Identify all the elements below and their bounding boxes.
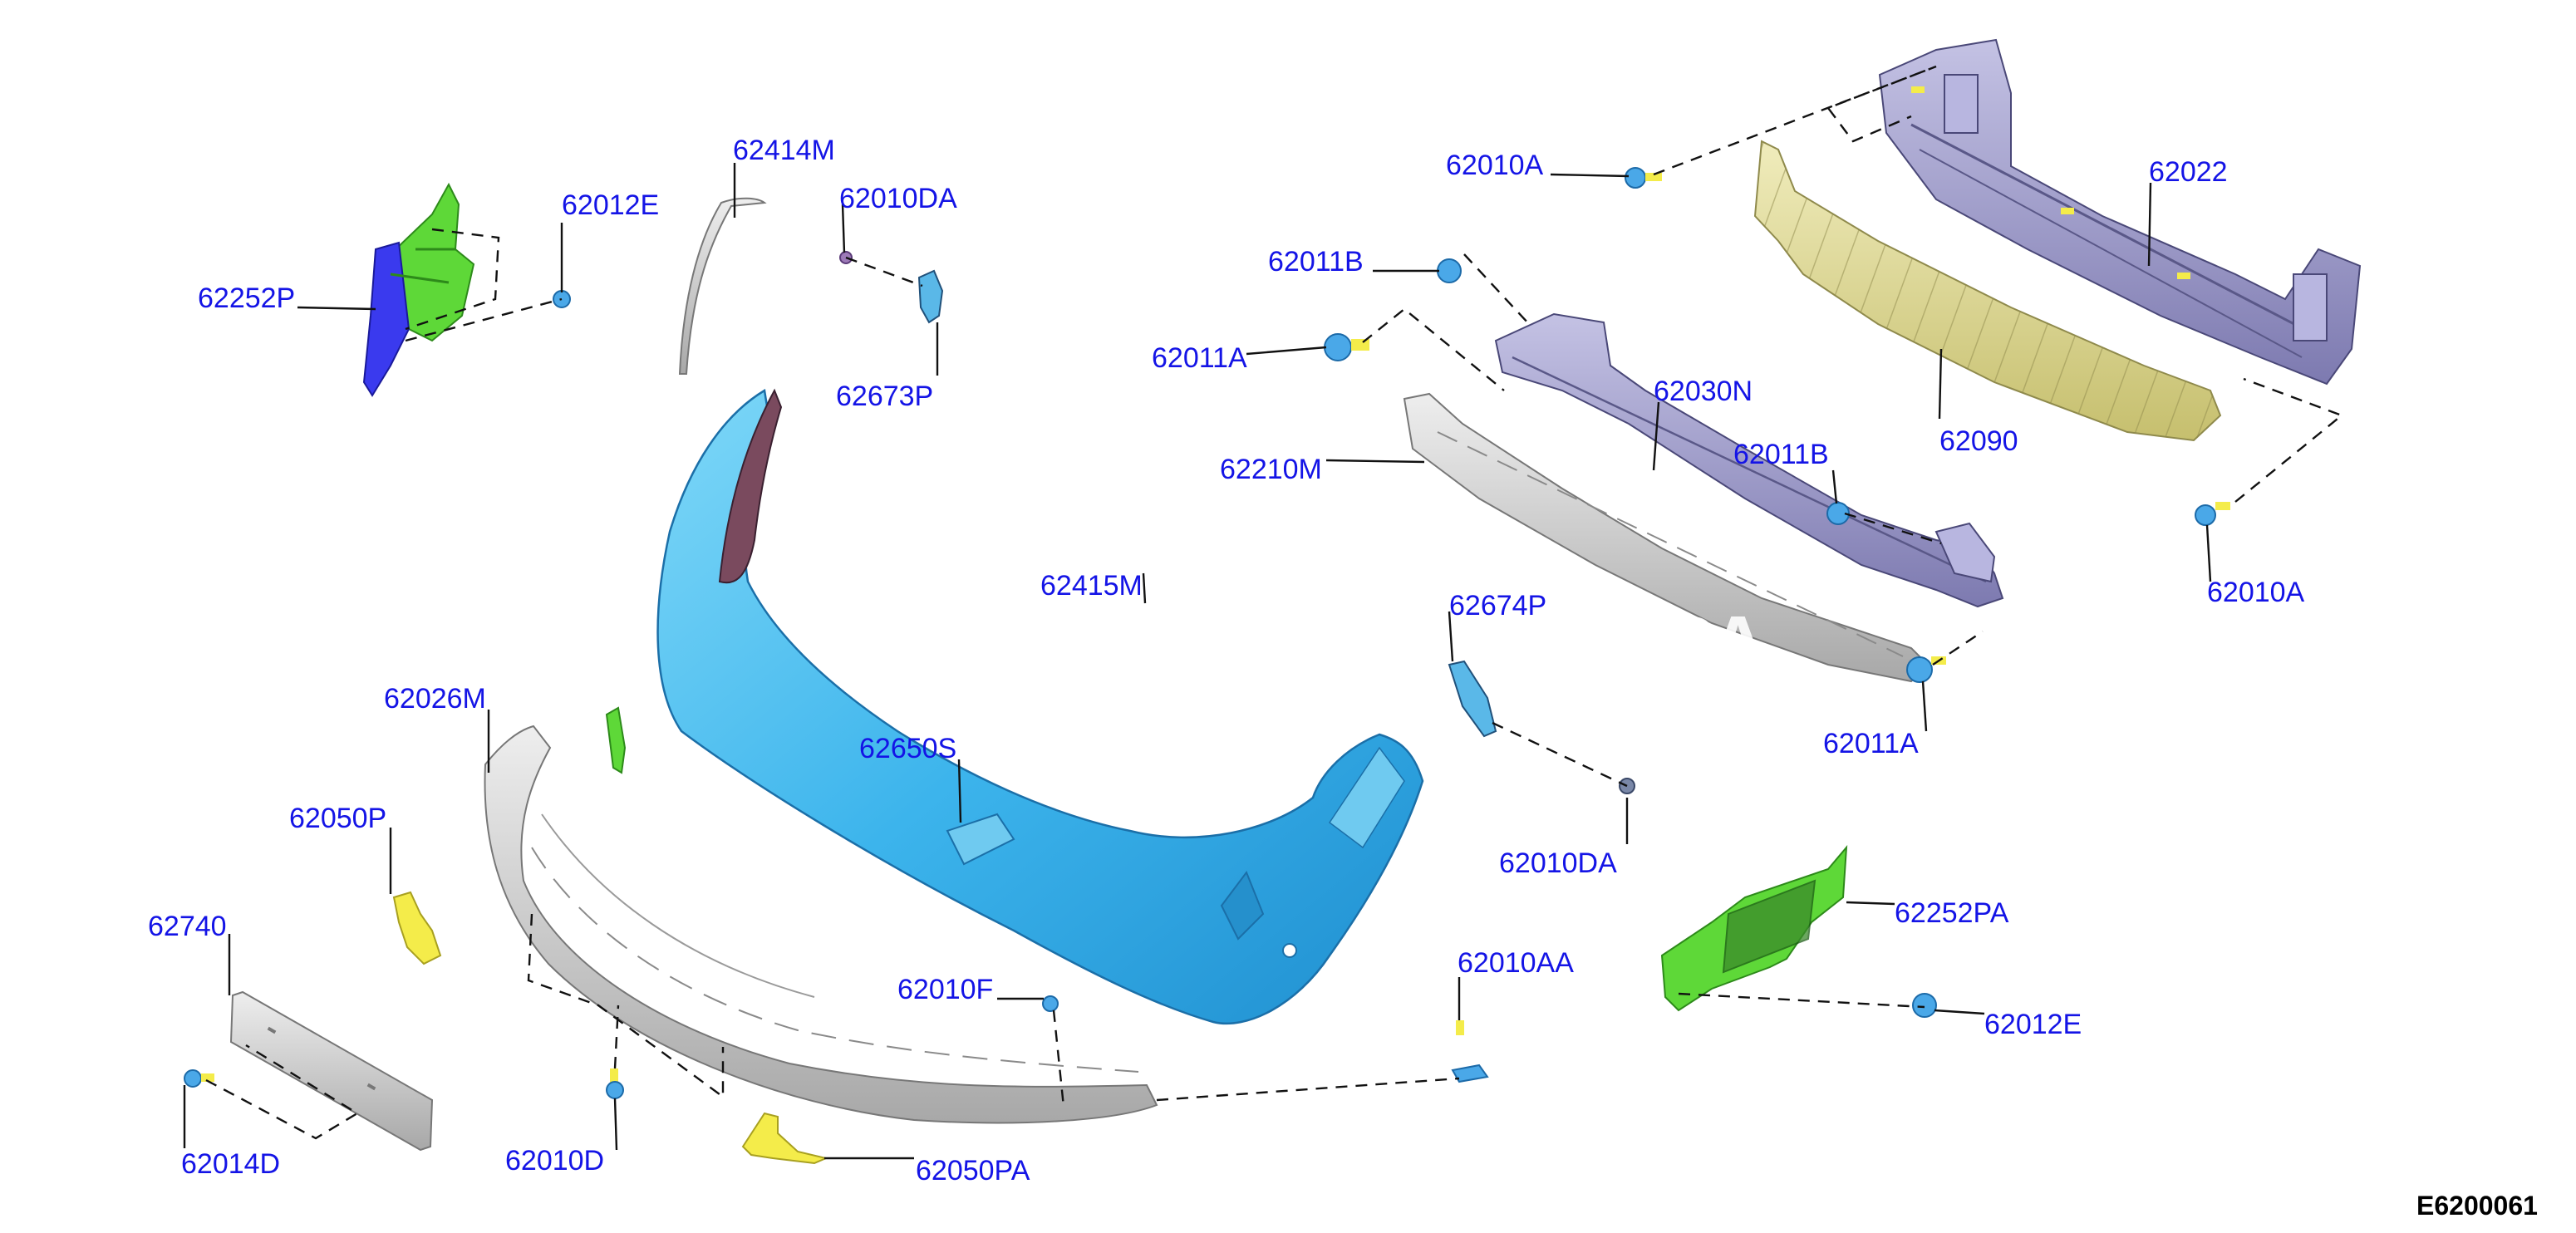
side-bracket-upper-left [362, 182, 475, 397]
yellow-clip-62050P [392, 891, 442, 965]
label-62012E-bottom: 62012E [1984, 1009, 2082, 1040]
label-62050PA: 62050PA [916, 1155, 1030, 1186]
label-62010D: 62010D [505, 1145, 604, 1177]
small-bracket-near-62026M [605, 706, 627, 774]
lower-bumper-62026M [484, 725, 1158, 1124]
bolt-62011A-left [1324, 333, 1369, 361]
label-62014D: 62014D [181, 1148, 280, 1180]
callout-labels: 62252P 62012E 62414M 62010DA 62673P 6201… [148, 135, 2305, 1186]
label-62415M: 62415M [1040, 570, 1143, 602]
label-62010F: 62010F [897, 974, 993, 1005]
label-62010A-right: 62010A [2207, 577, 2305, 608]
label-62011A-left: 62011A [1152, 342, 1247, 374]
label-62010DA-top: 62010DA [839, 183, 957, 214]
bracket-62674P [1448, 660, 1497, 738]
label-62650S: 62650S [859, 733, 956, 764]
assembly-dashed-lines [205, 65, 2344, 1140]
bumper-reinforcement-62022 [1878, 38, 2362, 386]
clip-62010AA [1451, 1020, 1489, 1083]
front-bumper-cover-62650S [656, 388, 1424, 1025]
upper-cover-strip [678, 197, 767, 375]
label-62210M: 62210M [1220, 454, 1322, 485]
diagram-id: E6200061 [2416, 1191, 2538, 1221]
svg-text:P: P [1047, 600, 1100, 689]
bolt-62014D [184, 1069, 214, 1088]
bolt-62010A-top [1625, 167, 1662, 189]
fastener-62012E-bottom [1912, 993, 1937, 1018]
clip-62010F [1042, 995, 1059, 1012]
bolt-62010A-right [2195, 502, 2230, 526]
label-62414M: 62414M [733, 135, 835, 166]
side-bracket-lower-right [1660, 845, 1848, 1012]
label-62673P: 62673P [836, 381, 933, 412]
inner-reinforcement-62030N [1494, 312, 2004, 608]
bracket-62673P [917, 269, 944, 324]
watermark: Ch P PA [532, 600, 1767, 689]
plate-62740 [229, 990, 434, 1152]
label-62011A-right: 62011A [1823, 728, 1919, 759]
label-62011B-mid: 62011B [1733, 439, 1829, 470]
label-62252PA: 62252PA [1895, 897, 2009, 929]
svg-text:PA: PA [1662, 600, 1767, 689]
label-62010DA-mid: 62010DA [1499, 847, 1617, 879]
leader-lines [183, 163, 2212, 1160]
bolt-62010D [606, 1068, 624, 1099]
label-62030N: 62030N [1654, 376, 1753, 407]
svg-text:Ch: Ch [532, 600, 638, 689]
label-62090: 62090 [1939, 425, 2018, 457]
nut-62011B-mid [1826, 502, 1850, 525]
label-62010A-top: 62010A [1446, 150, 1544, 181]
label-62010AA: 62010AA [1458, 947, 1574, 979]
label-62011B-top: 62011B [1268, 246, 1364, 278]
label-62026M: 62026M [384, 683, 486, 715]
label-62012E-top: 62012E [562, 189, 659, 221]
yellow-clip-62050PA [741, 1112, 829, 1165]
label-62740: 62740 [148, 911, 227, 942]
label-62050P: 62050P [289, 803, 386, 834]
label-62022: 62022 [2149, 156, 2228, 188]
nut-62011B-top [1437, 258, 1462, 283]
label-62674P: 62674P [1449, 590, 1546, 621]
energy-absorber-62090 [1753, 140, 2222, 442]
label-62252P: 62252P [198, 282, 295, 314]
